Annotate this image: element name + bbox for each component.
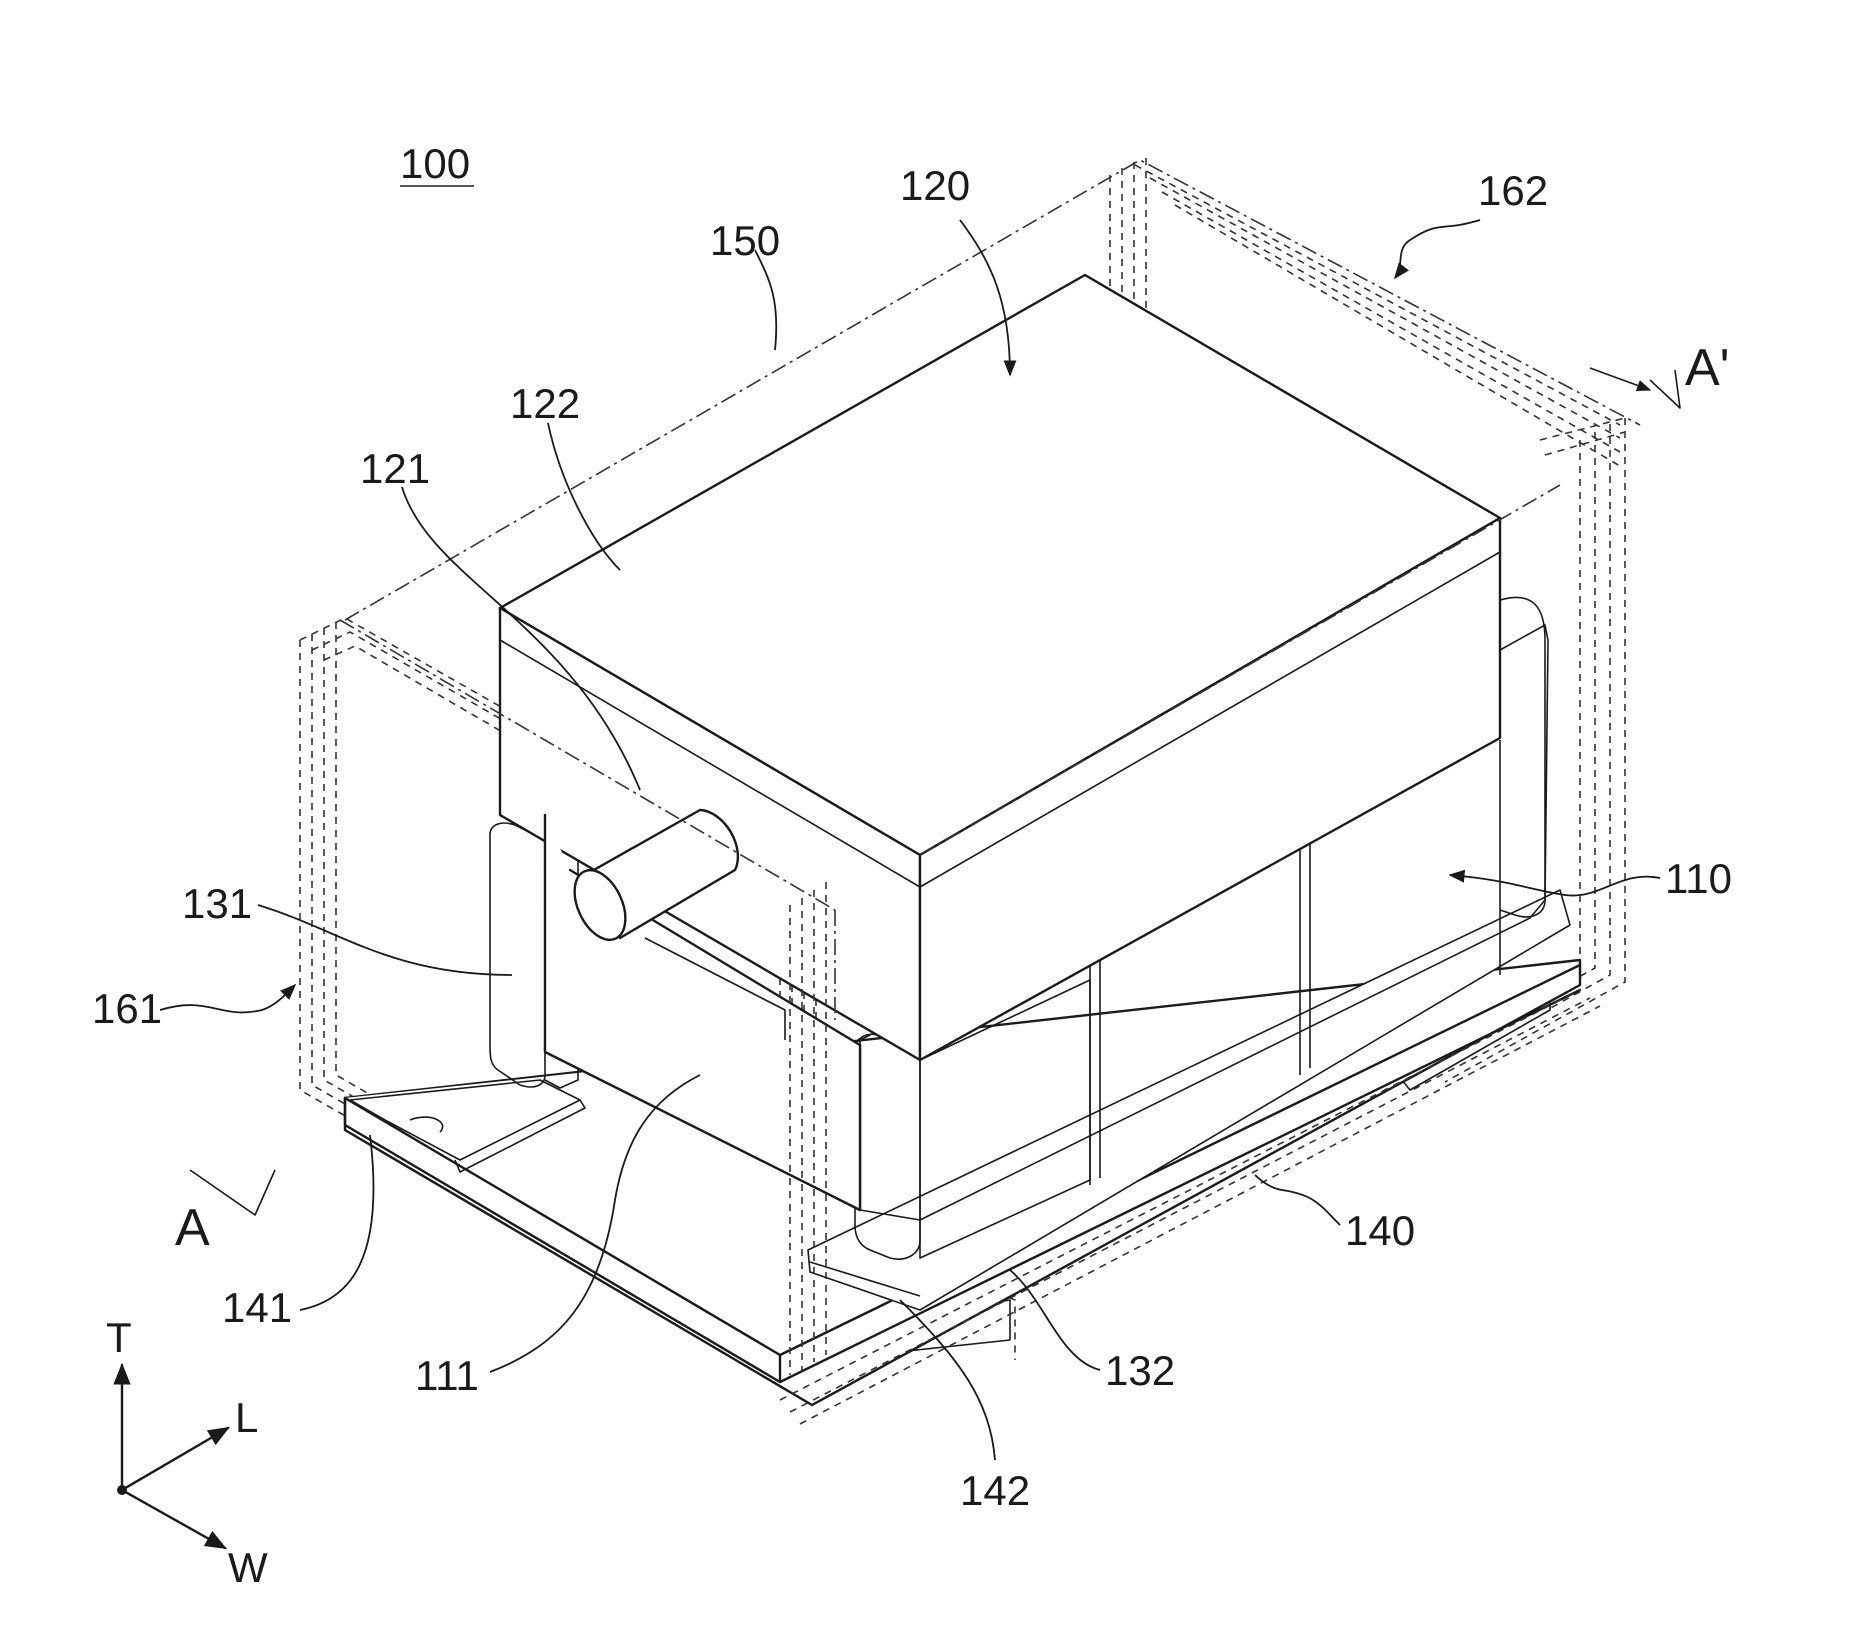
label-161: 161: [92, 985, 162, 1032]
label-142: 142: [960, 1467, 1030, 1514]
leader-161: [160, 985, 295, 1012]
axis-triad: [117, 1365, 228, 1548]
leader-141: [300, 1135, 374, 1310]
axis-w-arrow: [122, 1490, 225, 1548]
label-131: 131: [182, 880, 252, 927]
leader-131: [258, 905, 512, 975]
label-132: 132: [1105, 1347, 1175, 1394]
label-150: 150: [710, 217, 780, 264]
leader-150: [755, 250, 776, 350]
leader-140: [1255, 1175, 1340, 1225]
section-line-right: [1590, 368, 1650, 390]
label-140: 140: [1345, 1207, 1415, 1254]
axis-l-arrow: [122, 1428, 228, 1490]
axis-label-l: L: [235, 1394, 258, 1441]
label-110: 110: [1665, 855, 1732, 902]
axis-label-t: T: [106, 1314, 132, 1361]
label-141: 141: [222, 1284, 292, 1331]
leader-132: [1010, 1270, 1100, 1370]
leader-110: [1450, 875, 1660, 896]
section-tick-right: [1650, 370, 1680, 408]
leader-162: [1395, 220, 1480, 278]
label-120: 120: [900, 162, 970, 209]
label-122: 122: [510, 380, 580, 427]
label-100: 100: [400, 140, 470, 187]
section-label-right: A': [1685, 339, 1730, 397]
section-label-left: A: [175, 1199, 210, 1257]
label-121: 121: [360, 445, 430, 492]
label-111: 111: [415, 1352, 479, 1399]
axis-label-w: W: [228, 1544, 268, 1591]
label-162: 162: [1478, 167, 1548, 214]
